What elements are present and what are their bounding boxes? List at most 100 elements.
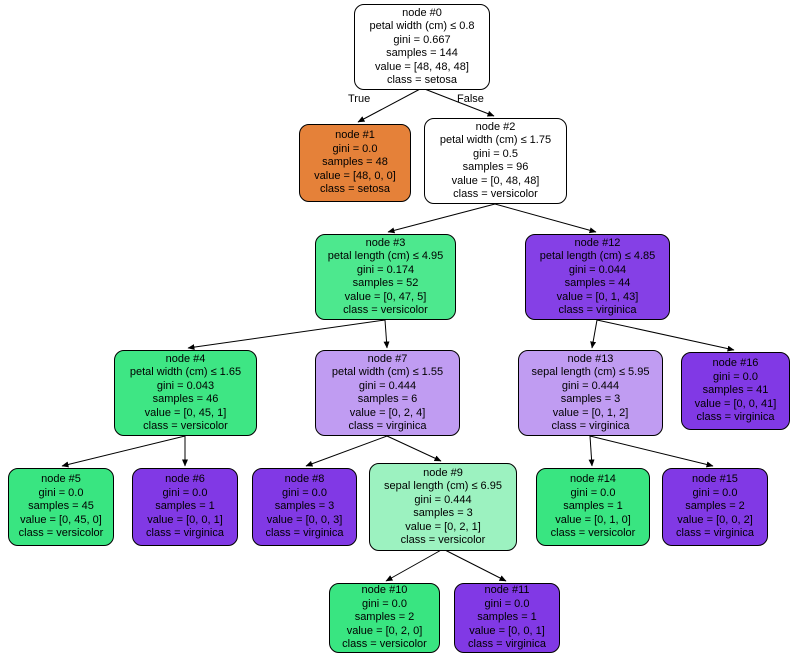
tree-node-10: node #10 gini = 0.0 samples = 2 value = … [329,583,440,653]
node-gini: gini = 0.444 [561,379,620,392]
node-class: class = versicolor [143,420,228,432]
node-samples: samples = 96 [462,161,529,173]
node-class: class = virginica [558,304,637,316]
node-gini: gini = 0.0 [570,486,616,499]
node-title: node #12 [574,236,621,249]
node-gini: gini = 0.0 [692,486,738,499]
node-split: petal width (cm) ≤ 0.8 [369,20,475,32]
node-title: node #8 [284,473,325,486]
node-split: petal width (cm) ≤ 1.55 [331,366,444,378]
node-class: class = versicolor [400,534,486,546]
edge-node2-node3 [387,203,496,234]
node-value: value = [48, 48, 48] [375,60,469,73]
node-value: value = [0, 45, 1] [144,406,227,419]
node-gini: gini = 0.0 [332,142,378,155]
node-samples: samples = 144 [386,47,458,59]
edge-node3-node4 [187,319,386,351]
node-samples: samples = 45 [28,500,94,513]
node-split: sepal length (cm) ≤ 6.95 [384,480,502,492]
node-class: class = virginica [551,420,630,432]
tree-node-1: node #1 gini = 0.0 samples = 48 value = … [299,124,411,202]
node-gini: gini = 0.0 [362,597,407,610]
node-class: class = versicolor [342,638,427,651]
node-class: class = setosa [319,183,390,196]
node-value: value = [0, 0, 3] [266,513,343,526]
node-value: value = [48, 0, 0] [314,169,396,182]
edge-node13-node15 [589,435,714,468]
node-samples: samples = 3 [274,500,335,513]
node-value: value = [0, 45, 0] [20,513,102,526]
node-split: sepal length (cm) ≤ 5.95 [531,366,650,378]
node-class: class = virginica [696,411,775,424]
edge-node12-node16 [596,319,735,352]
node-title: node #11 [484,584,530,597]
node-value: value = [0, 0, 1] [147,513,223,526]
node-title: node #7 [367,352,408,365]
tree-node-4: node #4 petal width (cm) ≤ 1.65 gini = 0… [114,350,257,436]
edge-node0-node1 [357,87,423,123]
tree-node-14: node #14 gini = 0.0 samples = 1 value = … [536,468,650,546]
node-title: node #6 [165,473,205,486]
node-samples: samples = 2 [685,500,745,513]
node-split: petal width (cm) ≤ 1.75 [439,134,552,146]
node-value: value = [0, 0, 41] [694,397,777,410]
node-class: class = virginica [676,527,754,540]
node-samples: samples = 44 [564,277,631,289]
node-title: node #9 [423,466,463,479]
node-title: node #15 [692,473,738,486]
node-value: value = [0, 47, 5] [344,290,427,303]
tree-node-16: node #16 gini = 0.0 samples = 41 value =… [681,352,790,430]
node-class: class = versicolor [550,527,636,540]
node-samples: samples = 46 [152,393,219,405]
node-value: value = [0, 2, 1] [405,520,481,533]
edge-node9-node10 [385,548,444,582]
node-gini: gini = 0.667 [393,33,451,46]
tree-node-5: node #5 gini = 0.0 samples = 45 value = … [8,468,114,546]
node-gini: gini = 0.0 [282,486,327,499]
edge-node7-node9 [386,435,442,462]
node-value: value = [0, 0, 2] [677,513,753,526]
node-title: node #5 [41,473,81,486]
node-value: value = [0, 2, 4] [349,406,426,419]
node-class: class = virginica [348,420,427,432]
tree-node-11: node #11 gini = 0.0 samples = 1 value = … [454,583,560,653]
edge-node9-node11 [442,548,507,582]
node-value: value = [0, 0, 1] [469,624,545,637]
node-title: node #3 [365,236,406,249]
tree-node-3: node #3 petal length (cm) ≤ 4.95 gini = … [315,234,456,320]
node-samples: samples = 1 [155,500,215,513]
node-title: node #14 [570,473,616,486]
node-class: class = virginica [265,527,344,540]
node-samples: samples = 2 [354,611,415,624]
edge-node3-node7 [383,319,390,349]
node-split: petal length (cm) ≤ 4.85 [539,250,656,262]
node-class: class = versicolor [18,527,104,540]
node-gini: gini = 0.5 [473,147,518,160]
edge-label-false: False [457,93,484,105]
node-class: class = setosa [386,74,457,86]
node-title: node #1 [335,129,375,142]
tree-node-15: node #15 gini = 0.0 samples = 2 value = … [662,468,768,546]
node-split: petal length (cm) ≤ 4.95 [327,250,444,262]
node-gini: gini = 0.044 [568,263,627,276]
node-gini: gini = 0.0 [38,486,84,499]
node-value: value = [0, 2, 0] [346,624,423,637]
node-samples: samples = 1 [477,611,537,624]
node-samples: samples = 6 [357,393,418,405]
node-class: class = virginica [146,527,224,540]
node-title: node #10 [361,584,408,597]
node-value: value = [0, 1, 2] [552,406,629,419]
node-class: class = versicolor [343,304,428,316]
node-gini: gini = 0.043 [156,379,215,392]
node-samples: samples = 52 [352,277,419,289]
edge-node12-node13 [590,319,598,349]
node-title: node #16 [712,357,759,370]
node-value: value = [0, 48, 48] [451,174,540,187]
node-samples: samples = 3 [413,507,473,519]
edge-node4-node5 [61,435,186,468]
edge-node7-node8 [305,435,388,467]
node-gini: gini = 0.444 [414,493,472,506]
node-gini: gini = 0.174 [356,263,415,276]
